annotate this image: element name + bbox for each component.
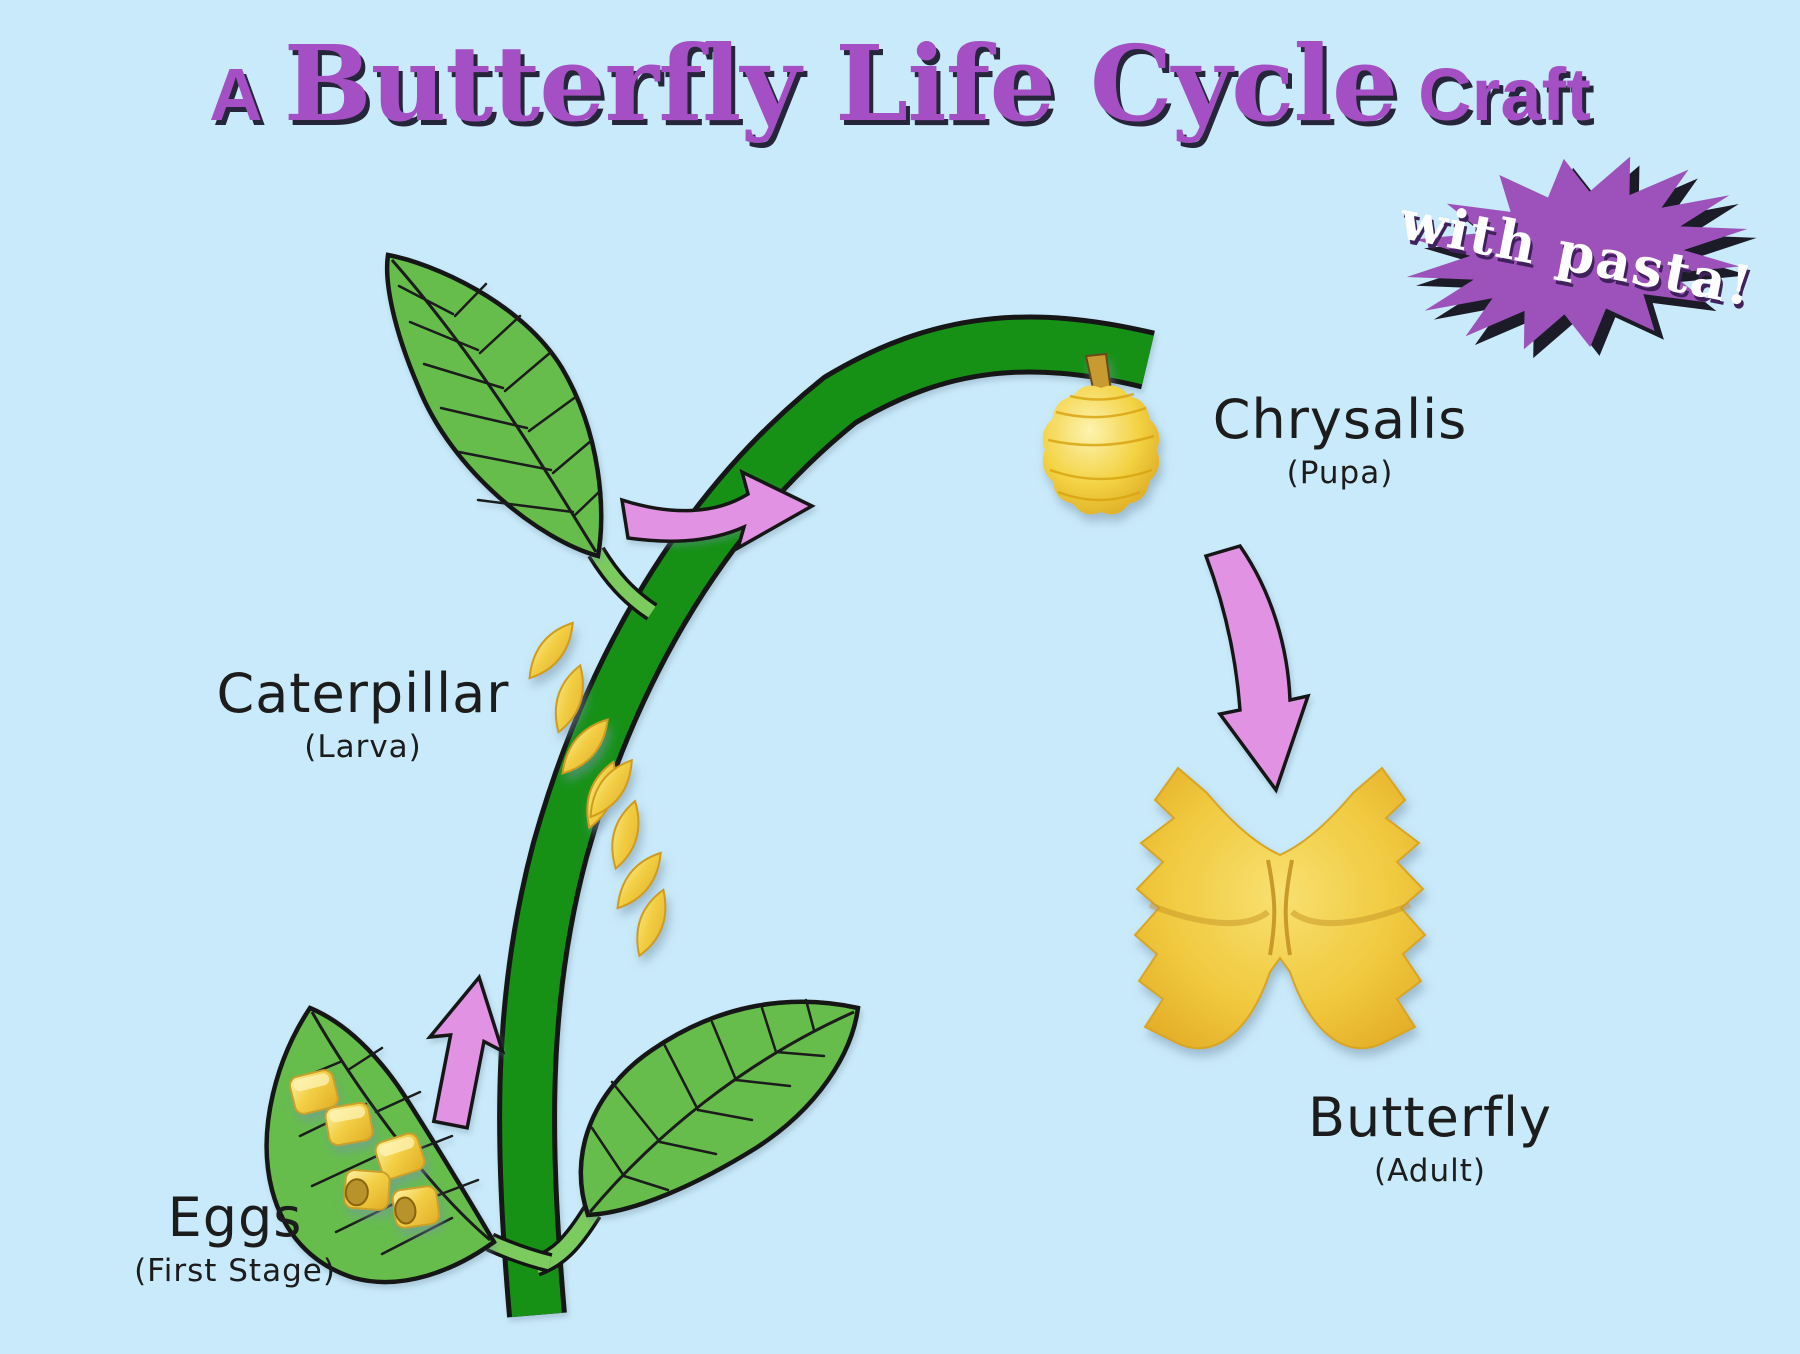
title-word-main: Butterfly Life Cycle: [283, 22, 1398, 145]
plant-stem: [497, 314, 1155, 1318]
stage-name: Eggs: [167, 1186, 303, 1249]
title-word-a: A: [209, 53, 263, 136]
stage-subtitle: (Adult): [1374, 1152, 1486, 1189]
farfalle-creases: [1148, 859, 1412, 956]
with-pasta-badge: with pasta! with pasta!: [1394, 156, 1761, 359]
stage-subtitle: (Pupa): [1286, 454, 1394, 491]
right-leaf-veins: [590, 998, 826, 1192]
stage-name: Butterfly: [1307, 1086, 1552, 1149]
arrow-caterpillar-to-chrysalis: [619, 468, 816, 552]
leaf-petioles: [485, 546, 658, 1277]
title-word-craft: Craft: [1418, 53, 1591, 136]
right-leaf: [578, 998, 861, 1218]
top-leaf-veins: [397, 282, 601, 517]
ditalini-pasta-eggs: [288, 1069, 441, 1229]
starburst-shape: [1406, 156, 1748, 350]
stage-label-eggs: Eggs (First Stage): [60, 1186, 410, 1289]
stage-name: Caterpillar: [216, 662, 510, 725]
top-leaf: [384, 252, 604, 559]
stage-label-caterpillar: Caterpillar (Larva): [163, 662, 563, 765]
stage-name: Chrysalis: [1212, 388, 1468, 451]
arrow-eggs-to-caterpillar: [425, 973, 506, 1130]
chrysalis-ridges: [1047, 392, 1155, 502]
shell-pasta-chrysalis: [1042, 352, 1160, 515]
stage-label-chrysalis: Chrysalis (Pupa): [1140, 388, 1540, 491]
arrow-chrysalis-to-butterfly: [1203, 543, 1311, 794]
page-title: A Butterfly Life Cycle Craft: [0, 22, 1800, 145]
stage-subtitle: (First Stage): [134, 1252, 336, 1289]
stage-subtitle: (Larva): [304, 728, 422, 765]
stage-label-butterfly: Butterfly (Adult): [1230, 1086, 1630, 1189]
farfalle-pasta-butterfly: [1133, 766, 1427, 1050]
